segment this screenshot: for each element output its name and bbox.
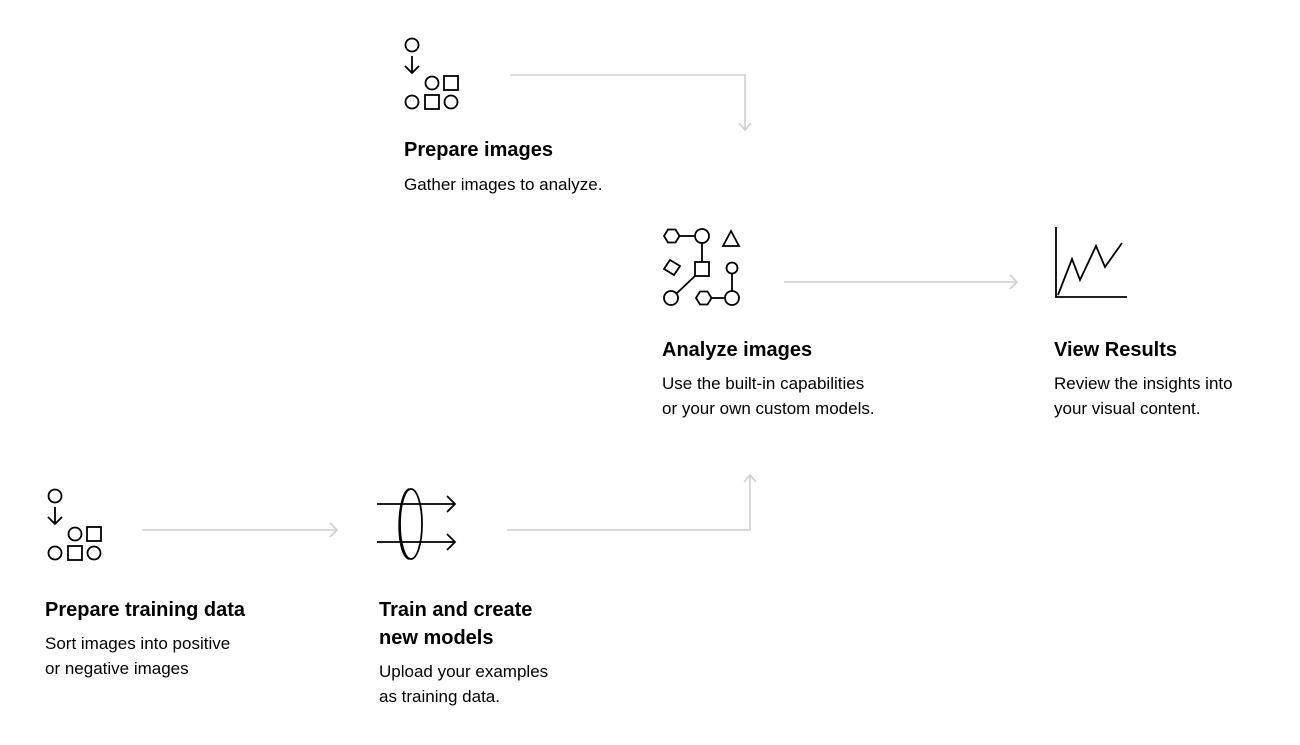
- line-chart-icon: [1055, 227, 1127, 298]
- step-desc-line: Review the insights into: [1054, 374, 1233, 393]
- shapes-sort-icon: [47, 488, 102, 561]
- connector-arrow-prepare-to-analyze: [510, 74, 752, 132]
- step-desc-line: Use the built-in capabilities: [662, 374, 865, 393]
- connector-arrow-training-to-train: [142, 522, 339, 538]
- step-desc-prepare-training-data: Sort images into positive or negative im…: [45, 631, 230, 681]
- step-desc-line: or your own custom models.: [662, 399, 875, 418]
- step-desc-line: or negative images: [45, 659, 189, 678]
- step-desc-view-results: Review the insights into your visual con…: [1054, 371, 1233, 421]
- step-title-line: new models: [379, 627, 494, 649]
- step-desc-line: Sort images into positive: [45, 634, 231, 653]
- shapes-sort-icon: [404, 37, 459, 110]
- lens-arrows-icon: [377, 488, 457, 560]
- connector-arrow-train-to-analyze: [507, 473, 757, 531]
- step-desc-analyze-images: Use the built-in capabilities or your ow…: [662, 371, 875, 421]
- step-desc-line: your visual content.: [1054, 399, 1201, 418]
- connector-arrow-analyze-to-results: [784, 274, 1019, 290]
- step-title-prepare-images: Prepare images: [404, 139, 553, 161]
- step-desc-line: as training data.: [379, 687, 500, 706]
- step-title-line: Train and create: [379, 599, 533, 621]
- step-desc-line: Upload your examples: [379, 662, 549, 681]
- step-title-prepare-training-data: Prepare training data: [45, 599, 246, 621]
- step-desc-train-models: Upload your examples as training data.: [379, 659, 548, 709]
- step-title-train-models: Train and create new models: [379, 596, 532, 652]
- step-desc-line: Gather images to analyze.: [404, 175, 603, 194]
- network-shapes-icon: [662, 228, 741, 306]
- step-title-analyze-images: Analyze images: [662, 339, 813, 361]
- step-desc-prepare-images: Gather images to analyze.: [404, 172, 602, 197]
- step-title-view-results: View Results: [1054, 339, 1178, 361]
